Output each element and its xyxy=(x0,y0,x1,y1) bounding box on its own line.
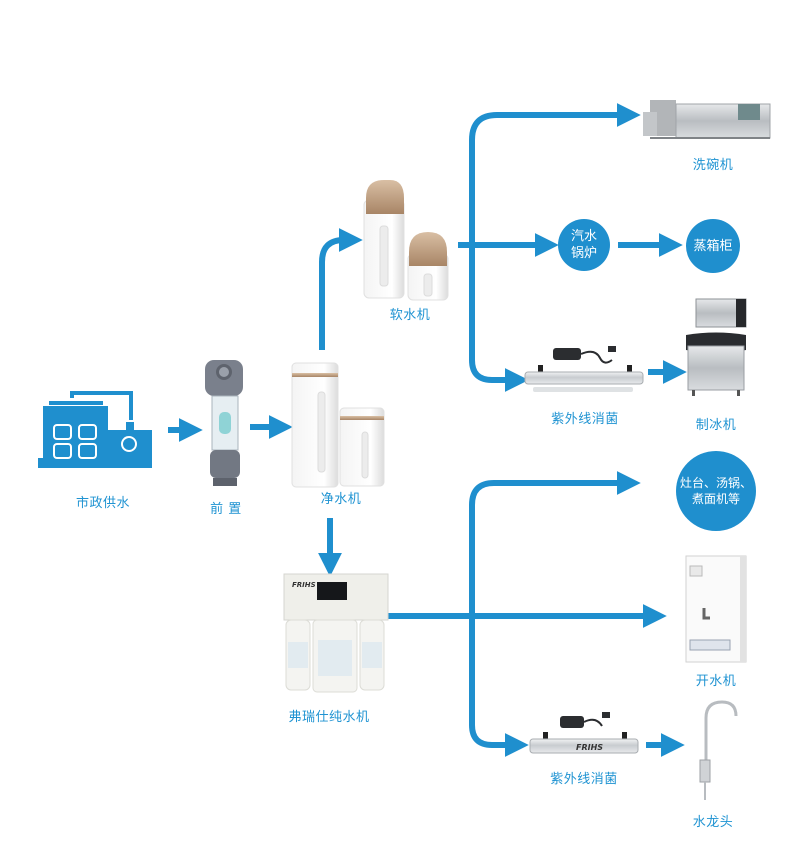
ro-purifier-icon: FRIHS xyxy=(283,573,389,693)
label-ice-maker: 制冰机 xyxy=(695,418,737,433)
node-stove: 灶台、汤锅、 煮面机等 xyxy=(676,451,756,531)
label-uv-bottom: 紫外线消菌 xyxy=(550,772,618,787)
ro-brand-logo: FRIHS xyxy=(292,581,316,589)
arrow-softener-trunk xyxy=(469,103,641,244)
faucet-icon xyxy=(699,700,738,800)
arrow-purifier-to-softener xyxy=(319,228,363,350)
label-softener: 软水机 xyxy=(389,308,431,323)
water-boiler-icon xyxy=(685,555,747,663)
arrow-ro-to-stove xyxy=(469,471,641,616)
prefilter-icon xyxy=(205,360,243,486)
water-softener-icon xyxy=(363,180,449,301)
label-faucet: 水龙头 xyxy=(692,815,734,830)
steam-boiler-line1: 汽水 xyxy=(570,229,597,244)
water-purifier-icon xyxy=(291,362,385,488)
node-steam-cabinet: 蒸箱柜 xyxy=(686,219,740,273)
label-purifier: 净水机 xyxy=(320,492,362,507)
label-ro-machine: 弗瑞仕纯水机 xyxy=(288,710,370,725)
arrow-ro-to-uv-bottom xyxy=(469,616,529,757)
steam-boiler-line2: 锅炉 xyxy=(570,246,597,261)
water-plant-icon xyxy=(38,391,152,468)
label-municipal: 市政供水 xyxy=(75,496,131,511)
uv-brand-logo: FRIHS xyxy=(576,743,603,752)
uv-sterilizer-icon-bottom: FRIHS xyxy=(529,712,639,754)
label-dishwasher: 洗碗机 xyxy=(692,158,734,173)
stove-line1: 灶台、汤锅、 xyxy=(679,476,752,490)
ice-maker-icon xyxy=(686,298,747,396)
node-steam-boiler: 汽水 锅炉 xyxy=(558,219,610,271)
label-uv-top: 紫外线消菌 xyxy=(551,412,619,427)
label-prefilter: 前 置 xyxy=(210,502,242,517)
label-boiler: 开水机 xyxy=(695,674,737,689)
stove-line2: 煮面机等 xyxy=(691,492,740,506)
steam-cabinet-label: 蒸箱柜 xyxy=(693,238,733,254)
dishwasher-icon xyxy=(643,100,771,139)
uv-sterilizer-icon-top xyxy=(524,346,644,392)
arrow-softener-to-uv-top xyxy=(469,244,529,392)
